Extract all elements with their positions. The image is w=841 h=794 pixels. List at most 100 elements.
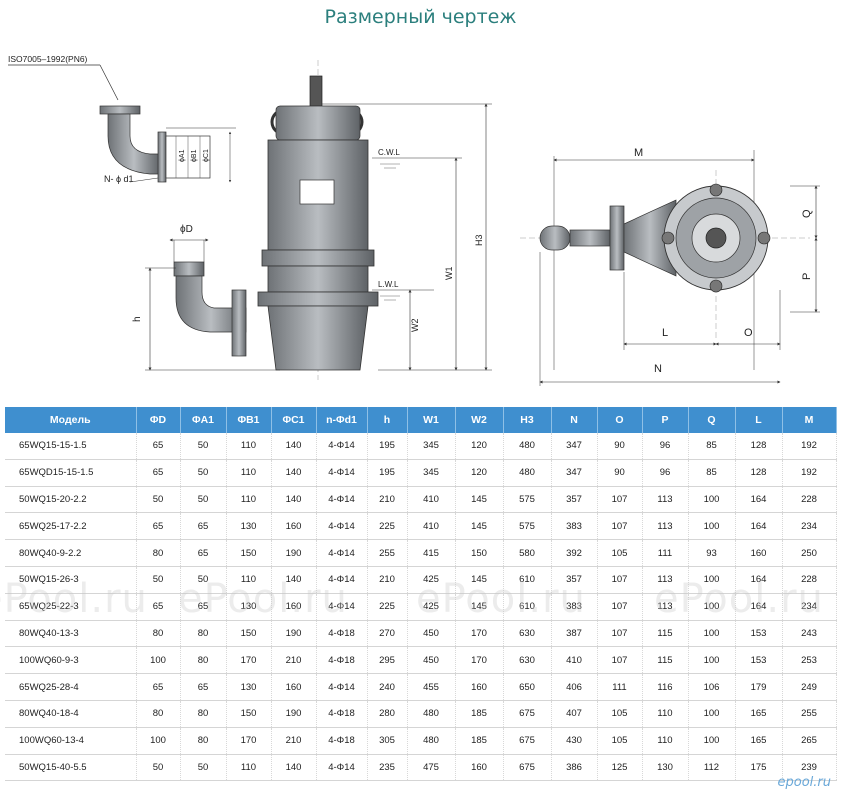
value-cell: 239 <box>782 754 837 782</box>
value-cell: 140 <box>271 459 317 487</box>
value-cell: 164 <box>735 566 783 594</box>
value-cell: 675 <box>503 700 552 728</box>
value-cell: 100 <box>136 646 181 675</box>
value-cell: 480 <box>407 727 456 755</box>
value-cell: 107 <box>597 593 643 621</box>
value-cell: 107 <box>597 486 643 514</box>
value-cell: 50 <box>136 566 181 594</box>
phi-a1-label: ϕA1 <box>179 149 186 162</box>
column-header: W2 <box>455 407 504 433</box>
value-cell: 65 <box>136 459 181 487</box>
value-cell: 480 <box>503 433 552 460</box>
value-cell: 65 <box>136 593 181 621</box>
value-cell: 4-Φ14 <box>316 566 368 594</box>
value-cell: 140 <box>271 754 317 782</box>
phi-b1-label: ϕB1 <box>191 149 198 162</box>
value-cell: 100 <box>688 566 736 594</box>
value-cell: 111 <box>642 539 689 567</box>
w1-label: W1 <box>444 267 454 281</box>
value-cell: 235 <box>367 754 408 782</box>
value-cell: 225 <box>367 593 408 621</box>
value-cell: 113 <box>642 566 689 594</box>
value-cell: 160 <box>455 754 504 782</box>
value-cell: 90 <box>597 433 643 460</box>
value-cell: 410 <box>407 512 456 541</box>
model-cell: 80WQ40-18-4 <box>5 700 137 728</box>
value-cell: 110 <box>226 486 272 514</box>
model-cell: 50WQ15-20-2.2 <box>5 486 137 514</box>
value-cell: 65 <box>180 539 227 567</box>
value-cell: 357 <box>551 486 598 514</box>
value-cell: 65 <box>180 512 227 541</box>
value-cell: 175 <box>735 754 783 782</box>
value-cell: 107 <box>597 512 643 541</box>
value-cell: 150 <box>226 620 272 648</box>
l-label: L <box>662 327 668 339</box>
column-header: O <box>597 407 643 433</box>
n-label: N <box>654 363 662 375</box>
model-cell: 65WQ25-22-3 <box>5 593 137 621</box>
value-cell: 347 <box>551 433 598 460</box>
value-cell: 125 <box>597 754 643 782</box>
value-cell: 106 <box>688 673 736 701</box>
value-cell: 100 <box>688 700 736 728</box>
value-cell: 105 <box>597 539 643 567</box>
value-cell: 185 <box>455 700 504 728</box>
model-cell: 100WQ60-13-4 <box>5 727 137 755</box>
value-cell: 110 <box>226 566 272 594</box>
value-cell: 387 <box>551 620 598 648</box>
watermark: ePool.ru <box>178 576 348 622</box>
value-cell: 130 <box>226 673 272 701</box>
value-cell: 80 <box>180 646 227 675</box>
value-cell: 347 <box>551 459 598 487</box>
q-label: Q <box>801 209 813 218</box>
value-cell: 4-Φ14 <box>316 539 368 567</box>
value-cell: 165 <box>735 700 783 728</box>
h3-label: H3 <box>474 234 484 246</box>
model-cell: 80WQ40-9-2.2 <box>5 539 137 567</box>
value-cell: 195 <box>367 459 408 487</box>
watermark: ePool.ru <box>654 576 824 622</box>
o-label: O <box>744 327 753 339</box>
value-cell: 50 <box>180 754 227 782</box>
lwl-label: L.W.L <box>378 280 399 289</box>
value-cell: 250 <box>782 539 837 567</box>
value-cell: 80 <box>180 727 227 755</box>
value-cell: 415 <box>407 539 456 567</box>
value-cell: 225 <box>367 512 408 541</box>
column-header: n-Φd1 <box>316 407 368 433</box>
value-cell: 110 <box>642 700 689 728</box>
value-cell: 80 <box>136 620 181 648</box>
value-cell: 4-Φ18 <box>316 620 368 648</box>
value-cell: 113 <box>642 486 689 514</box>
value-cell: 90 <box>597 459 643 487</box>
value-cell: 85 <box>688 433 736 460</box>
column-header: h <box>367 407 408 433</box>
column-header: P <box>642 407 689 433</box>
value-cell: 140 <box>271 433 317 460</box>
value-cell: 110 <box>226 459 272 487</box>
column-header: L <box>735 407 783 433</box>
value-cell: 407 <box>551 700 598 728</box>
value-cell: 165 <box>735 727 783 755</box>
value-cell: 575 <box>503 486 552 514</box>
value-cell: 280 <box>367 700 408 728</box>
value-cell: 192 <box>782 459 837 487</box>
value-cell: 190 <box>271 620 317 648</box>
value-cell: 65 <box>136 673 181 701</box>
value-cell: 115 <box>642 620 689 648</box>
value-cell: 234 <box>782 593 837 621</box>
value-cell: 228 <box>782 486 837 514</box>
value-cell: 630 <box>503 620 552 648</box>
value-cell: 4-Φ18 <box>316 700 368 728</box>
model-cell: 65WQD15-15-1.5 <box>5 459 137 487</box>
value-cell: 255 <box>367 539 408 567</box>
model-cell: 65WQ25-17-2.2 <box>5 512 137 541</box>
